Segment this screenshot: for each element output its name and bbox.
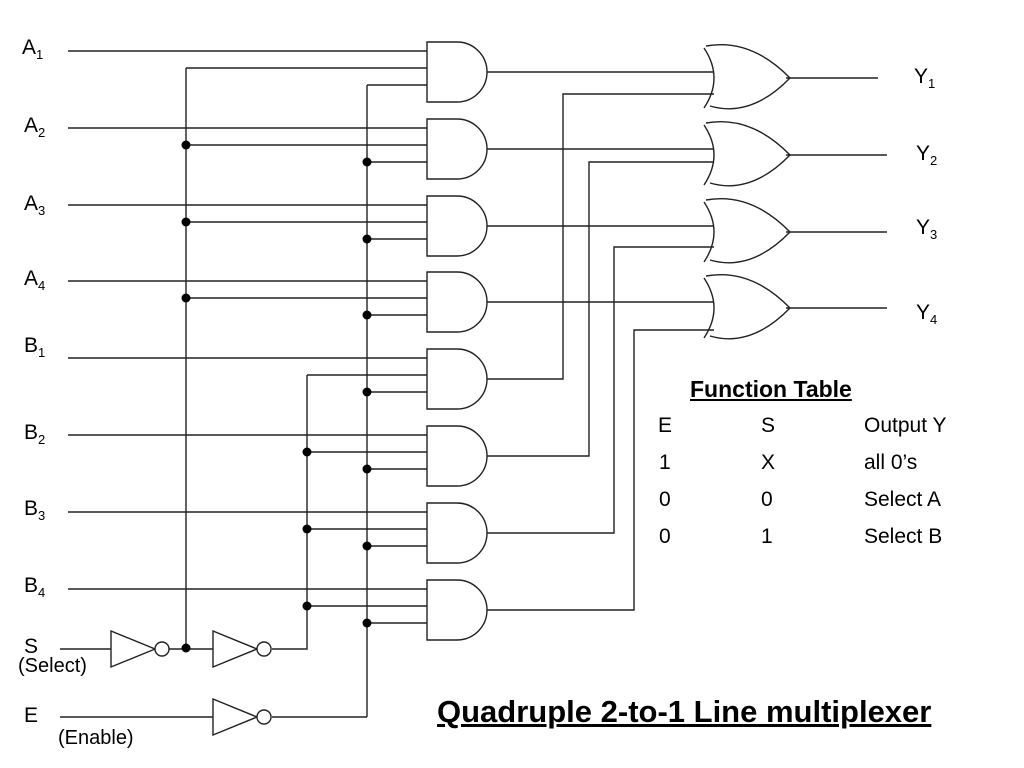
and-gate <box>426 348 488 410</box>
input-label-b3: B3 <box>24 497 46 523</box>
or-gate <box>705 44 791 110</box>
input-label-select: S <box>24 635 39 658</box>
and-to-or-wire <box>487 246 714 534</box>
junction-dot <box>181 217 191 227</box>
function-table-title: Function Table <box>690 376 852 402</box>
select-inverter <box>110 629 157 669</box>
and-gate <box>426 195 488 257</box>
input-label-enable: E <box>24 704 39 727</box>
and-to-or-wire <box>487 161 714 457</box>
junction-dot <box>362 541 372 551</box>
and-gate <box>426 502 488 564</box>
ft-header-s: S <box>761 414 776 437</box>
and-gate <box>426 425 488 487</box>
input-label-b2: B2 <box>24 421 46 447</box>
ft-header-e: E <box>658 414 673 437</box>
ft-row1-output: all 0’s <box>864 451 918 474</box>
junction-dots <box>181 140 372 653</box>
junction-dot <box>181 643 191 653</box>
ft-row3-e: 0 <box>659 525 671 548</box>
or-gate <box>705 274 791 340</box>
junction-dot <box>362 157 372 167</box>
and-gate <box>426 41 488 103</box>
or-gate <box>705 121 791 187</box>
output-label-y3: Y3 <box>916 216 938 242</box>
inverter-bubble <box>256 641 272 657</box>
and-gate <box>426 271 488 333</box>
junction-dot <box>302 524 312 534</box>
junction-dot <box>181 140 191 150</box>
enable-description: (Enable) <box>58 727 134 749</box>
ft-row1-s: X <box>761 451 776 474</box>
junction-dot <box>362 464 372 474</box>
ft-row2-e: 0 <box>659 488 671 511</box>
junction-dot <box>362 234 372 244</box>
junction-dot <box>362 618 372 628</box>
input-label-b4: B4 <box>24 574 46 600</box>
and-gate <box>426 579 488 641</box>
or-gate-back <box>703 201 715 263</box>
output-label-y4: Y4 <box>916 301 938 327</box>
junction-dot <box>362 387 372 397</box>
select-description: (Select) <box>18 655 87 677</box>
or-gate <box>705 198 791 264</box>
output-label-y2: Y2 <box>916 142 938 168</box>
input-label-b1: B1 <box>24 334 46 360</box>
enable-inverter <box>212 697 259 737</box>
input-label-a1: A1 <box>22 36 44 62</box>
or-gate-back <box>703 124 715 186</box>
gates <box>110 41 791 737</box>
or-gate-back <box>703 277 715 339</box>
input-label-a4: A4 <box>24 267 46 293</box>
input-label-a3: A3 <box>24 192 46 218</box>
select-inverter-wire <box>272 648 308 650</box>
output-label-y1: Y1 <box>914 65 936 91</box>
ft-row3-output: Select B <box>864 525 943 548</box>
ft-row2-output: Select A <box>864 488 942 511</box>
inverter-bubble <box>256 709 272 725</box>
wires <box>60 50 887 718</box>
diagram-title: Quadruple 2-to-1 Line multiplexer <box>437 694 932 729</box>
ft-row3-s: 1 <box>761 525 773 548</box>
junction-dot <box>302 601 312 611</box>
junction-dot <box>302 447 312 457</box>
or-gate-back <box>703 47 715 109</box>
junction-dot <box>181 293 191 303</box>
select-double-inverter <box>212 629 259 669</box>
ft-row2-s: 0 <box>761 488 773 511</box>
ft-row1-e: 1 <box>659 451 671 474</box>
ft-header-output: Output Y <box>864 414 947 437</box>
and-to-or-wire <box>487 93 714 380</box>
junction-dot <box>362 310 372 320</box>
inverter-bubble <box>154 641 170 657</box>
and-to-or-wire <box>487 329 714 611</box>
and-gate <box>426 118 488 180</box>
input-label-a2: A2 <box>24 114 46 140</box>
